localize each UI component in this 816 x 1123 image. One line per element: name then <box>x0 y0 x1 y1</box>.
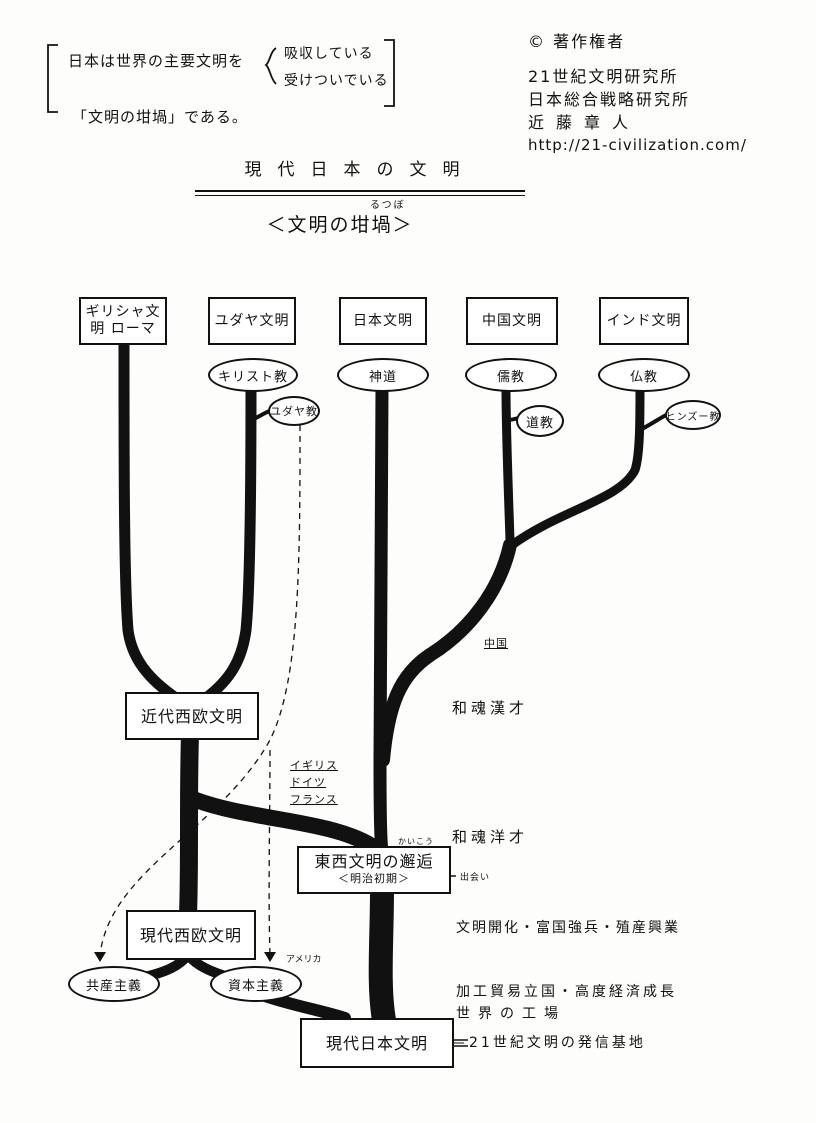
label-postwar-1: 加工貿易立国・高度経済成長 <box>456 984 677 1000</box>
box-contemporary-west: 現代西欧文明 <box>126 910 256 960</box>
note-option-a: 吸収している <box>284 46 374 62</box>
oval-christianity: キリスト教 <box>208 358 298 392</box>
note-prefix: 日本は世界の主要文明を <box>68 52 245 70</box>
label-future: ＝21世紀文明の発信基地 <box>452 1035 646 1051</box>
note-bracket-left <box>47 44 58 113</box>
note-option-b: 受けついでいる <box>284 73 389 89</box>
oval-confucianism: 儒教 <box>465 358 557 392</box>
box-modern-japan: 現代日本文明 <box>300 1018 454 1068</box>
note-bracket-right <box>384 39 395 107</box>
box-japan-label: 日本文明 <box>353 312 413 329</box>
oval-taoism: 道教 <box>516 405 564 437</box>
arrow-communism <box>94 952 106 962</box>
copyright-org1: 21世紀文明研究所 <box>528 67 679 86</box>
label-postwar-2: 世界の工場 <box>456 1006 566 1022</box>
branch-west-to-encounter <box>188 792 380 854</box>
oval-shinto: 神道 <box>337 358 429 392</box>
header-note-line1: 日本は世界の主要文明を <box>68 50 244 71</box>
oval-capitalism: 資本主義 <box>210 966 302 1002</box>
label-china-branch: 中国 <box>484 637 508 650</box>
box-china-label: 中国文明 <box>482 312 542 329</box>
copyright-url: http://21-civilization.com/ <box>528 136 747 154</box>
box-judea-label: ユダヤ文明 <box>214 312 290 329</box>
box-greece-rome: ギリシャ文明 ローマ <box>79 297 167 345</box>
oval-hinduism: ヒンズー教 <box>665 400 721 430</box>
box-greece-rome-label: ギリシャ文明 ローマ <box>85 304 161 337</box>
label-uk: イギリス <box>290 759 338 772</box>
page-subtitle: ＜文明の坩堝＞ <box>266 214 414 236</box>
label-wakon-yosai: 和魂洋才 <box>452 828 529 846</box>
branch-greece <box>118 336 182 704</box>
encounter-main-label: 東西文明の邂逅 <box>314 852 434 871</box>
subtitle-ruby: るつぼ <box>370 200 406 211</box>
branch-confucianism <box>501 383 515 545</box>
label-meiji-policy: 文明開化・富国強兵・殖産興業 <box>456 920 680 936</box>
box-india-label: インド文明 <box>606 312 682 329</box>
label-france: フランス <box>290 793 338 806</box>
arrow-capitalism <box>264 952 276 962</box>
branch-christianity <box>200 382 257 704</box>
box-east-west-encounter: 東西文明の邂逅 ＜明治初期＞ <box>297 846 451 894</box>
dashed-judaism-to-communism <box>99 424 301 956</box>
box-japan: 日本文明 <box>339 297 427 345</box>
label-kaiko-ruby: かいこう <box>398 837 434 846</box>
label-america: アメリカ <box>286 955 322 965</box>
branch-encounter-to-japan <box>368 878 396 1032</box>
branch-asia-to-japan <box>376 538 517 767</box>
encounter-sub-label: ＜明治初期＞ <box>338 872 410 885</box>
box-judea: ユダヤ文明 <box>208 297 296 345</box>
option-brace <box>264 47 277 85</box>
copyright-mark: © 著作権者 <box>528 32 626 51</box>
box-china: 中国文明 <box>466 297 558 345</box>
dashed-to-capitalism <box>268 749 271 956</box>
oval-judaism: ユダヤ教 <box>268 396 320 426</box>
page-title: 現代日本の文明 <box>244 160 476 180</box>
oval-buddhism: 仏教 <box>598 358 690 392</box>
branch-shinto-trunk <box>373 381 389 857</box>
oval-communism: 共産主義 <box>68 966 160 1002</box>
header-note-line2: 「文明の坩堝」である。 <box>72 108 248 126</box>
copyright-author: 近藤章人 <box>528 113 641 132</box>
label-wakon-kansai: 和魂漢才 <box>452 699 529 717</box>
label-deai: 出会い <box>460 873 491 883</box>
branch-buddhism <box>507 383 645 550</box>
box-modern-west: 近代西欧文明 <box>125 692 259 740</box>
branch-west-trunk <box>179 726 199 924</box>
title-rule-thin <box>195 195 525 196</box>
copyright-org2: 日本総合戦略研究所 <box>528 90 691 109</box>
box-india: インド文明 <box>599 297 689 345</box>
title-rule <box>195 190 525 192</box>
label-germany: ドイツ <box>290 776 326 789</box>
copyright-block: © 著作権者 21世紀文明研究所 日本総合戦略研究所 近藤章人 http://2… <box>528 30 747 157</box>
